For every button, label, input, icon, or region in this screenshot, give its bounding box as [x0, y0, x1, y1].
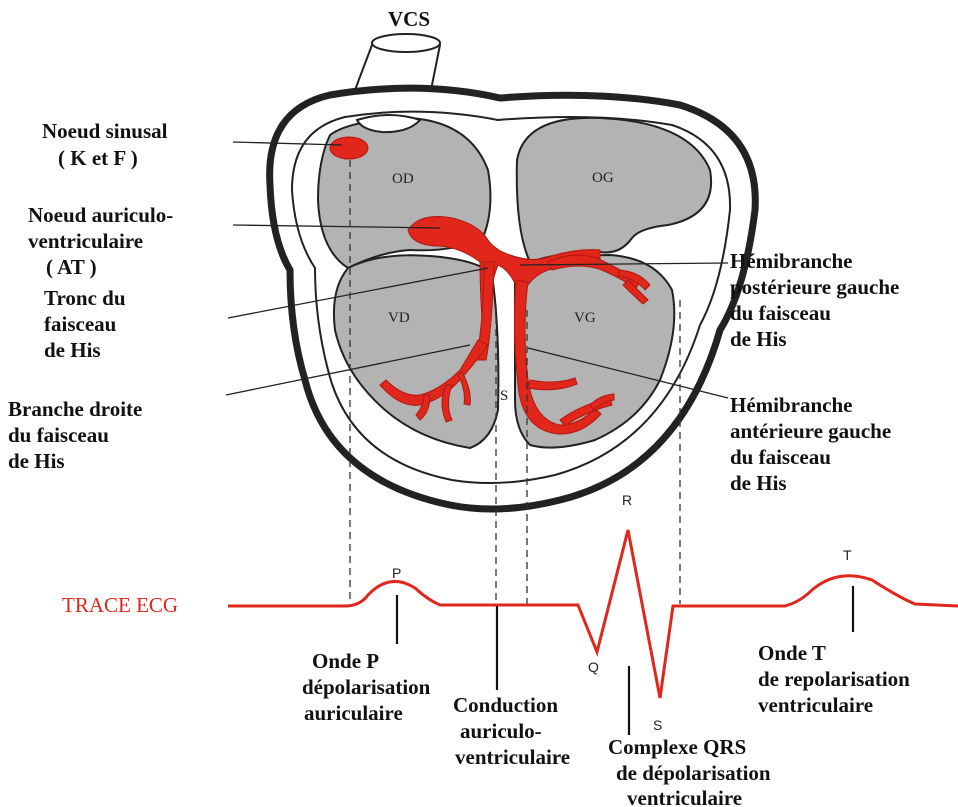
label-hemibranche-posterieure: Hémibranche postérieure gauche du faisce… — [730, 249, 899, 351]
label-noeud-sinusal: Noeud sinusal ( K et F ) — [42, 119, 168, 170]
wave-p-letter: P — [392, 565, 401, 581]
label-line: de His — [8, 449, 65, 473]
label-line: de His — [730, 471, 787, 495]
label-line: Complexe QRS — [608, 735, 746, 759]
label-vd: VD — [388, 310, 410, 326]
label-line: Hémibranche — [730, 393, 852, 417]
label-line: de dépolarisation — [616, 761, 771, 785]
label-og: OG — [592, 170, 614, 186]
wave-t-letter: T — [843, 547, 852, 563]
label-line: ventriculaire — [627, 786, 742, 807]
label-line: Noeud auriculo- — [28, 203, 173, 227]
label-line: Noeud sinusal — [42, 119, 168, 143]
label-line: Branche droite — [8, 397, 142, 421]
label-line: du faisceau — [730, 445, 831, 469]
label-onde-t: Onde T de repolarisation ventriculaire — [758, 641, 910, 717]
label-od: OD — [392, 171, 414, 187]
label-line: dépolarisation — [302, 675, 431, 699]
label-line: Onde T — [758, 641, 826, 665]
label-line: Conduction — [453, 693, 558, 717]
ecg-title: TRACE ECG — [62, 593, 178, 617]
label-vg: VG — [574, 310, 596, 326]
label-tronc-faisceau: Tronc du faisceau de His — [44, 286, 126, 362]
label-line: ventriculaire — [28, 229, 143, 253]
label-line: ( AT ) — [46, 255, 97, 279]
wave-s-letter: S — [653, 717, 662, 733]
label-branche-droite: Branche droite du faisceau de His — [8, 397, 142, 473]
label-line: auriculaire — [304, 701, 403, 725]
label-hemibranche-anterieure: Hémibranche antérieure gauche du faiscea… — [730, 393, 891, 495]
wave-r-letter: R — [622, 492, 632, 508]
label-line: ( K et F ) — [58, 146, 138, 170]
label-line: de repolarisation — [758, 667, 910, 691]
label-line: du faisceau — [8, 423, 109, 447]
label-line: antérieure gauche — [730, 419, 891, 443]
label-line: de His — [44, 338, 101, 362]
label-line: Tronc du — [44, 286, 126, 310]
wave-q-letter: Q — [588, 659, 599, 675]
label-line: de His — [730, 327, 787, 351]
label-noeud-auriculo-ventriculaire: Noeud auriculo- ventriculaire ( AT ) — [28, 203, 173, 279]
label-line: ventriculaire — [758, 693, 873, 717]
label-onde-p: Onde P dépolarisation auriculaire — [302, 649, 431, 725]
label-line: Hémibranche — [730, 249, 852, 273]
label-line: faisceau — [44, 312, 117, 336]
label-septum: S — [500, 388, 508, 404]
label-line: auriculo- — [460, 719, 542, 743]
sinoatrial-node — [330, 137, 368, 159]
label-line: du faisceau — [730, 301, 831, 325]
label-vcs: VCS — [388, 7, 430, 31]
label-line: Onde P — [312, 649, 379, 673]
label-conduction-av: Conduction auriculo- ventriculaire — [453, 693, 570, 769]
label-line: ventriculaire — [455, 745, 570, 769]
label-complexe-qrs: Complexe QRS de dépolarisation ventricul… — [608, 735, 771, 807]
label-line: postérieure gauche — [730, 275, 899, 299]
